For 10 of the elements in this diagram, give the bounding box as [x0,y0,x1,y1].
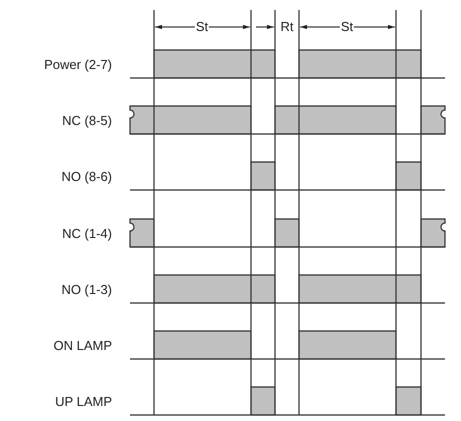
dimension-label: St [194,19,210,34]
signal-name: NC (8-5) [62,113,112,128]
signal-name: UP LAMP [55,394,112,409]
signal-name: Power (2-7) [44,57,112,72]
dimension-label: St [340,19,354,34]
signal-name: NO (8-6) [61,169,112,184]
signal-name: NC (1-4) [62,226,112,241]
signal-name: ON LAMP [53,338,112,353]
signal-name: NO (1-3) [61,282,112,297]
dimension-label: Rt [280,19,294,34]
